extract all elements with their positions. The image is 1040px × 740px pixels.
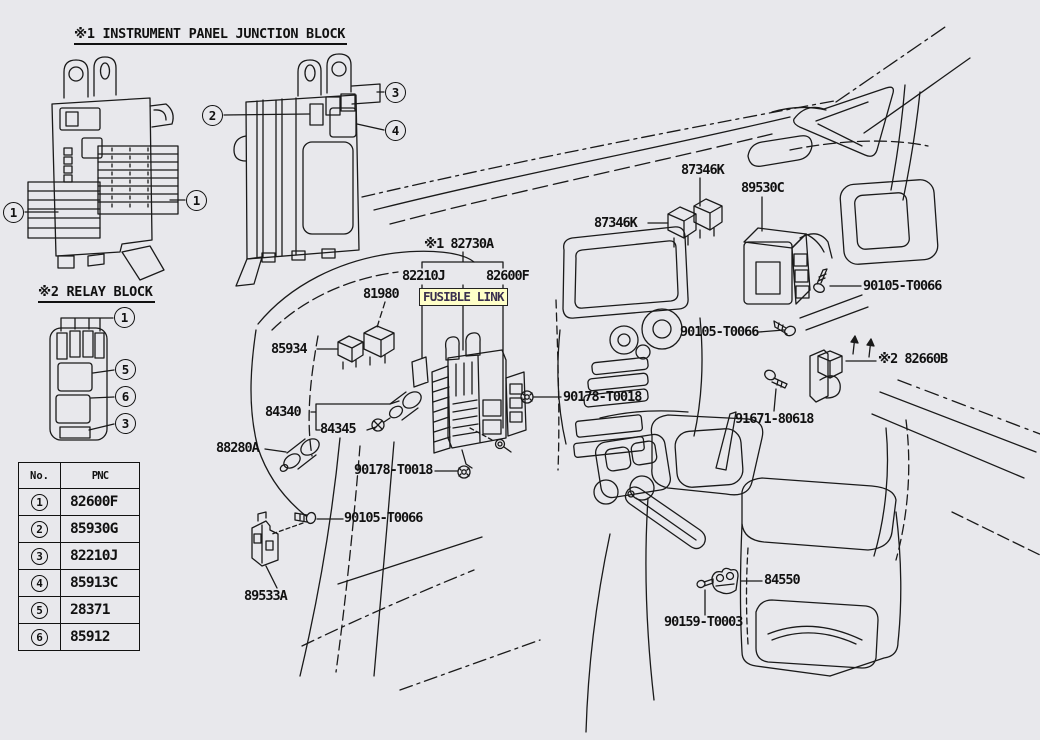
pnc-table: No. PNC 1 82600F 2 85930G 3 82210J 4 859… bbox=[18, 462, 140, 651]
part-label-90105-t0066-c: 90105-T0066 bbox=[344, 510, 423, 526]
callout-jb2-3: 3 bbox=[385, 82, 406, 103]
part-label-82210j: 82210J bbox=[402, 268, 446, 284]
part-label-91671-80618: 91671-80618 bbox=[735, 411, 814, 427]
section-title-relay-block: ※2 RELAY BLOCK bbox=[38, 284, 155, 304]
part-label-90105-t0066-b: 90105-T0066 bbox=[680, 324, 759, 340]
part-label-82600f: 82600F bbox=[486, 268, 530, 284]
pnc-value: 82210J bbox=[70, 548, 118, 564]
nut-90178-bottom-drawing bbox=[457, 465, 471, 479]
part-label-84550: 84550 bbox=[764, 572, 801, 588]
callout-jb1-1-left: 1 bbox=[3, 202, 24, 223]
screw-90159-drawing bbox=[696, 578, 714, 589]
table-row: 4 85913C bbox=[19, 569, 139, 596]
part-label-84345: 84345 bbox=[320, 421, 357, 437]
part-label-81980: 81980 bbox=[363, 286, 400, 302]
callout-jb2-4: 4 bbox=[385, 120, 406, 141]
table-row: 2 85930G bbox=[19, 515, 139, 542]
part-label-90178-t0018-b: 90178-T0018 bbox=[354, 462, 433, 478]
callout-rb-3: 3 bbox=[115, 413, 136, 434]
part-label-82660b: ※2 82660B bbox=[878, 351, 948, 367]
screw-90105-bottom-drawing bbox=[294, 511, 317, 525]
part-label-89530c: 89530C bbox=[741, 180, 785, 196]
section-title-junction-block: ※1 INSTRUMENT PANEL JUNCTION BLOCK bbox=[74, 26, 348, 46]
part-label-84340: 84340 bbox=[265, 404, 302, 420]
pnc-value: 28371 bbox=[70, 602, 110, 618]
row-number-badge: 2 bbox=[31, 520, 48, 538]
junction-block-2-drawing bbox=[223, 53, 385, 287]
lighter-88280a-drawing bbox=[279, 438, 320, 473]
part-label-90178-t0018-a: 90178-T0018 bbox=[563, 389, 642, 405]
pnc-value: 85912 bbox=[70, 629, 110, 645]
callout-rb-1: 1 bbox=[114, 307, 135, 328]
part-label-90105-t0066-a: 90105-T0066 bbox=[863, 278, 942, 294]
callout-jb1-1-right: 1 bbox=[186, 190, 207, 211]
callout-jb2-2: 2 bbox=[202, 105, 223, 126]
part-label-85934: 85934 bbox=[271, 341, 308, 357]
nut-90178-right-drawing bbox=[520, 390, 534, 404]
relay-85934-drawing bbox=[337, 335, 364, 370]
row-number-badge: 1 bbox=[31, 493, 48, 511]
pnc-value: 82600F bbox=[70, 494, 118, 510]
callout-rb-5: 5 bbox=[115, 359, 136, 380]
table-row: 1 82600F bbox=[19, 488, 139, 515]
table-row: 3 82210J bbox=[19, 542, 139, 569]
screw-90105-top-right-drawing bbox=[813, 268, 828, 293]
junction-block-1-drawing bbox=[24, 56, 186, 281]
screw-91671-drawing bbox=[764, 369, 788, 389]
fuse-box-drawing bbox=[411, 332, 527, 469]
fusible-link-highlight[interactable]: FUSIBLE LINK bbox=[419, 288, 508, 306]
table-row: 6 85912 bbox=[19, 623, 139, 650]
dashboard-drawing bbox=[250, 24, 1040, 733]
row-number-badge: 4 bbox=[31, 574, 48, 592]
part-label-87346k-top: 87346K bbox=[681, 162, 725, 178]
relay-87346k-right-drawing bbox=[693, 198, 723, 239]
pnc-table-header-no: No. bbox=[19, 463, 61, 488]
part-label-90159-t0003: 90159-T0003 bbox=[664, 614, 743, 630]
row-number-badge: 6 bbox=[31, 628, 48, 646]
screw-90105-mid-drawing bbox=[773, 320, 796, 337]
callout-rb-6: 6 bbox=[115, 386, 136, 407]
relay-block-drawing bbox=[49, 317, 115, 441]
bracket-82660b-drawing bbox=[809, 349, 843, 403]
ignition-switch-84340-drawing bbox=[371, 391, 422, 432]
bracket-89533a-drawing bbox=[251, 511, 279, 567]
part-label-89533a: 89533A bbox=[244, 588, 288, 604]
relay-87346k-left-drawing bbox=[667, 206, 697, 248]
table-row: 5 28371 bbox=[19, 596, 139, 623]
relay-81980-drawing bbox=[363, 325, 395, 366]
row-number-badge: 3 bbox=[31, 547, 48, 565]
row-number-badge: 5 bbox=[31, 601, 48, 619]
clamp-84550-drawing bbox=[711, 567, 739, 595]
ecu-89530c-drawing bbox=[743, 227, 833, 305]
pnc-table-header: No. PNC bbox=[19, 463, 139, 488]
part-label-87346k-left: 87346K bbox=[594, 215, 638, 231]
pnc-value: 85913C bbox=[70, 575, 118, 591]
pnc-table-header-pnc: PNC bbox=[91, 469, 109, 482]
part-label-82730a: ※1 82730A bbox=[424, 236, 494, 252]
part-label-88280a: 88280A bbox=[216, 440, 260, 456]
pnc-value: 85930G bbox=[70, 521, 118, 537]
